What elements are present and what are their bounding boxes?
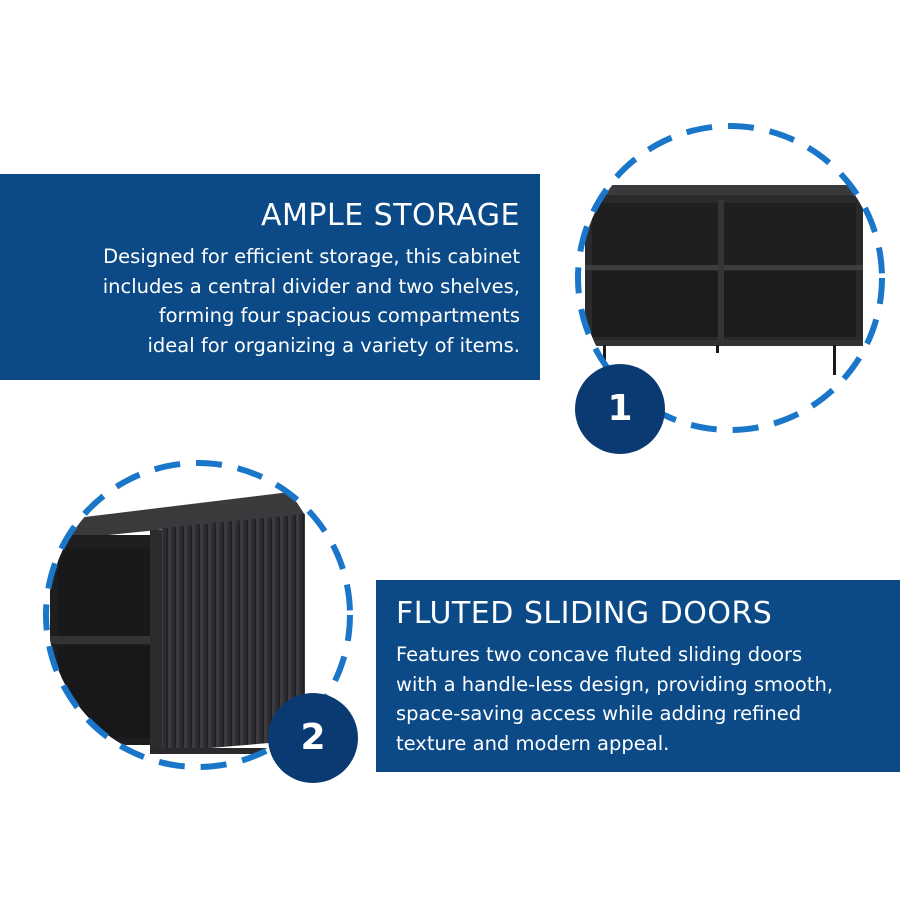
dashed-ring bbox=[43, 460, 353, 770]
description-line: with a handle-less design, providing smo… bbox=[396, 672, 834, 696]
cabinet-fluted-door-image bbox=[48, 465, 348, 765]
description-line: Designed for efficient storage, this cab… bbox=[103, 245, 520, 268]
feature-banner-fluted-doors: FLUTED SLIDING DOORS Features two concav… bbox=[376, 580, 900, 772]
description-line: includes a central divider and two shelv… bbox=[102, 274, 520, 298]
feature-description: Designed for efficient storage, this cab… bbox=[0, 242, 520, 360]
number-badge-1: 1 bbox=[575, 364, 665, 454]
description-line: space-saving access while adding refined bbox=[396, 702, 802, 725]
description-line: forming four spacious compartments bbox=[158, 304, 520, 327]
feature-description: Features two concave fluted sliding door… bbox=[396, 640, 900, 758]
description-line: ideal for organizing a variety of items. bbox=[147, 333, 520, 357]
feature-banner-ample-storage: AMPLE STORAGE Designed for efficient sto… bbox=[0, 174, 540, 380]
feature-title: FLUTED SLIDING DOORS bbox=[396, 596, 773, 631]
number-badge-2: 2 bbox=[268, 693, 358, 783]
feature-title: AMPLE STORAGE bbox=[260, 198, 520, 233]
cabinet-open-shelves-image bbox=[580, 128, 880, 428]
dashed-ring bbox=[575, 123, 885, 433]
description-line: Features two concave fluted sliding door… bbox=[396, 643, 803, 666]
description-line: texture and modern appeal. bbox=[396, 731, 670, 755]
